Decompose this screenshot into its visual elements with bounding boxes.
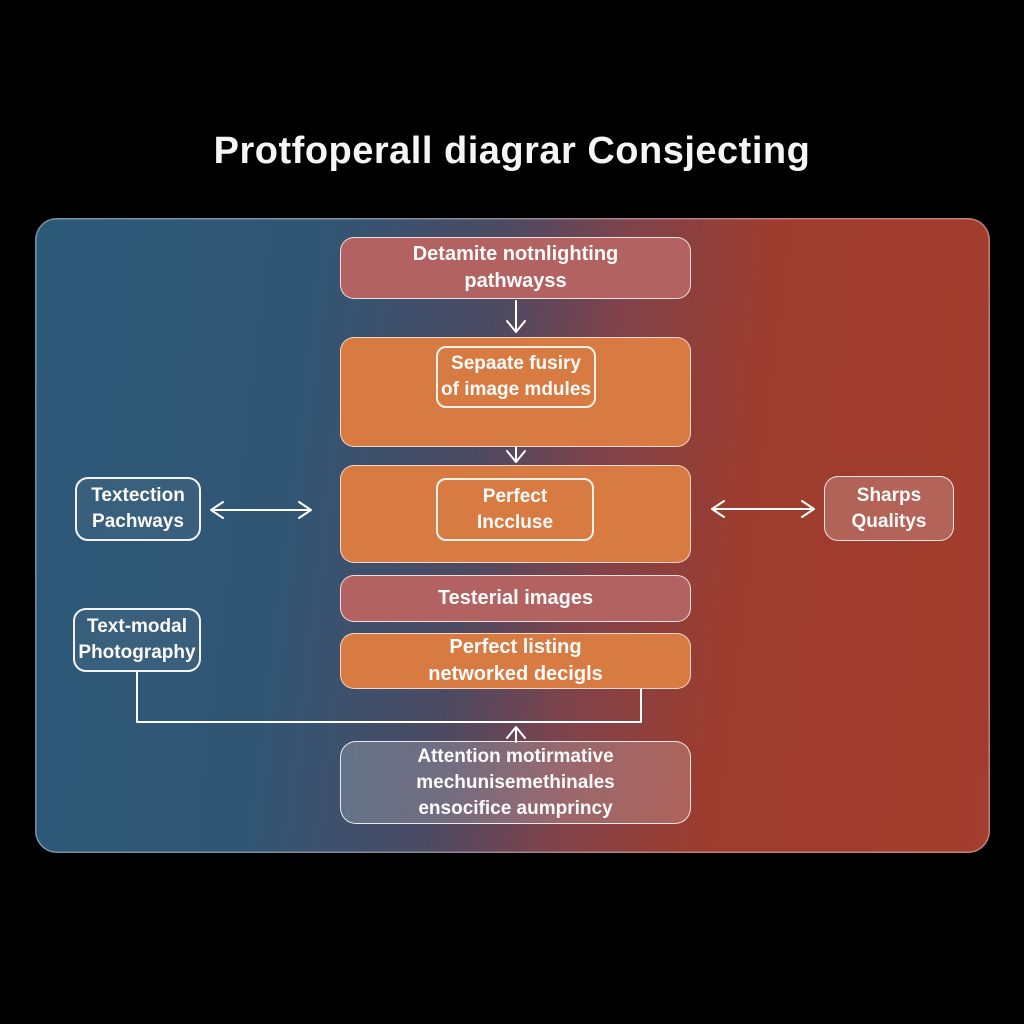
flow-box-listing: Perfect listing networked decigls — [340, 633, 691, 689]
box-text-line: Qualitys — [851, 510, 927, 532]
page-title: Protfoperall diagrar Consjecting — [213, 130, 811, 172]
arrow-box1-to-box2 — [506, 300, 526, 333]
box-text-line: Inccluse — [476, 511, 554, 533]
box-text-line: Detamite notnlighting — [412, 243, 619, 265]
box-text-line: Sepaate fusiry — [451, 353, 581, 374]
diagram-panel: Detamite notnlighting pathwayss Sepaate … — [35, 218, 990, 853]
box-text-line: Text-modal — [87, 616, 187, 637]
side-box-textmodal: Text-modal Photography — [73, 608, 201, 672]
box-text-line: mechunisemethinales — [416, 771, 615, 793]
box-text-line: Attention motirmative — [417, 745, 614, 767]
box-text-line: pathwayss — [464, 270, 567, 292]
box-text-line: Perfect — [482, 485, 548, 507]
flow-box-detamite: Detamite notnlighting pathwayss — [340, 237, 691, 299]
box-text-line: Pachways — [92, 511, 184, 532]
box-text-line: ensocifice aumprincy — [418, 797, 613, 819]
flow-box-perfect-inner: Perfect Inccluse — [436, 478, 594, 541]
box-text-line: Textection — [91, 485, 185, 506]
box-text-line: of image mdules — [441, 379, 591, 400]
flow-box-attention: Attention motirmative mechunisemethinale… — [340, 741, 691, 824]
side-box-textection: Textection Pachways — [75, 477, 201, 541]
flow-box-perfect-outer — [340, 465, 691, 563]
flow-box-testerial: Testerial images — [340, 575, 691, 622]
box-text-line: Perfect listing — [449, 636, 582, 658]
arrow-box6-up — [506, 726, 526, 743]
box-text-line: networked decigls — [428, 663, 603, 685]
flow-box-sepaate-inner: Sepaate fusiry of image mdules — [436, 346, 596, 408]
side-box-sharps: Sharps Qualitys — [824, 476, 954, 541]
arrow-lefttop-double — [210, 501, 312, 519]
box-text-line: Photography — [78, 642, 196, 663]
arrow-right-double — [711, 500, 815, 518]
box-text-line: Sharps — [856, 484, 922, 506]
box-text-line: Testerial images — [437, 587, 594, 609]
flow-box-sepaate-outer — [340, 337, 691, 447]
